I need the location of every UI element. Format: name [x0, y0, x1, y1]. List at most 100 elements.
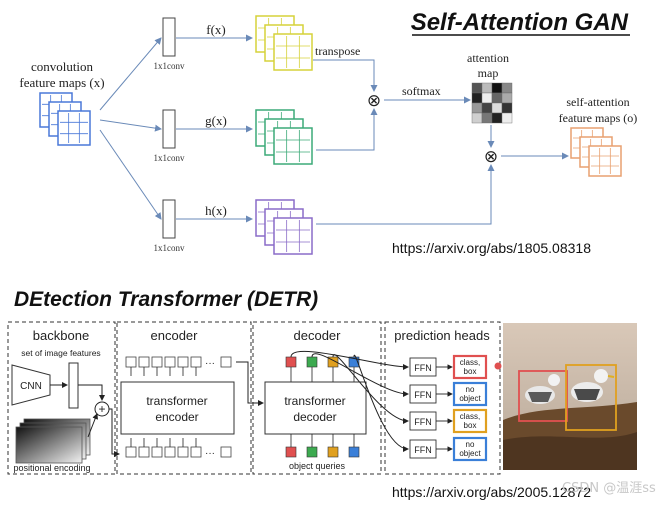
output-label-line1: no — [466, 440, 475, 449]
bird-box-yellow — [565, 364, 617, 431]
h-feature-maps — [255, 199, 313, 255]
multiply-node-1: ⊗ — [367, 91, 381, 110]
token-box — [138, 446, 150, 458]
attention-cell — [481, 82, 493, 94]
prediction-heads-panel — [384, 321, 501, 475]
object-queries-label: object queries — [289, 461, 346, 471]
attention-map — [471, 82, 513, 124]
output-box — [452, 408, 488, 434]
softmax-label: softmax — [402, 84, 441, 98]
decoder-to-ffn-curve — [332, 354, 409, 424]
ffn-label: FFN — [414, 445, 432, 455]
sagan-url[interactable]: https://arxiv.org/abs/1805.08318 — [392, 240, 591, 256]
conv-box-g — [162, 109, 176, 149]
attention-cell — [471, 82, 483, 94]
attention-cell — [491, 92, 503, 104]
conv-label-h: 1x1conv — [154, 243, 185, 253]
features-to-plus-arrow — [78, 384, 105, 401]
plus-to-encoder-arrow — [109, 408, 120, 457]
feature-map-sheet — [273, 217, 313, 255]
detr-section: DEtection Transformer (DETR) backbone se… — [7, 288, 656, 500]
token-box — [125, 446, 137, 458]
token-dots: ··· — [205, 358, 215, 369]
decoder-to-ffn-curve — [311, 353, 409, 397]
encoder-block-line2: encoder — [155, 410, 198, 424]
token-box — [151, 356, 163, 368]
f-label: f(x) — [206, 22, 226, 37]
token-box — [190, 446, 202, 458]
attention-cell — [481, 112, 493, 124]
object-query-square — [306, 446, 318, 458]
decoder-to-ffn-curve — [353, 354, 409, 452]
transpose-label: transpose — [315, 44, 360, 58]
token-box — [138, 356, 150, 368]
input-feature-maps — [39, 92, 91, 146]
sagan-section: Self-Attention GAN convolution feature m… — [19, 9, 637, 256]
positional-encoding-label: positional encoding — [13, 463, 90, 473]
output-label-line1: class, — [460, 358, 480, 367]
token-box — [151, 446, 163, 458]
attention-cell — [471, 112, 483, 124]
g-label: g(x) — [205, 113, 227, 128]
ffn-label: FFN — [414, 363, 432, 373]
multiply-node-2: ⊗ — [484, 147, 498, 166]
output-label-line2: box — [464, 421, 477, 430]
encoder-panel — [116, 321, 252, 475]
ffn-label: FFN — [414, 390, 432, 400]
token-box — [164, 356, 176, 368]
object-query-square — [348, 446, 360, 458]
g-feature-maps — [255, 109, 313, 165]
detr-url[interactable]: https://arxiv.org/abs/2005.12872 — [392, 484, 591, 500]
attention-cell — [501, 82, 513, 94]
image-features-label: set of image features — [21, 348, 100, 358]
cnn-block — [11, 364, 51, 406]
attention-cell — [491, 112, 503, 124]
feature-map-sheet — [273, 33, 313, 71]
sagan-connectors — [313, 59, 569, 225]
token-box — [177, 356, 189, 368]
token-dots: ··· — [205, 448, 215, 459]
attention-cell — [501, 92, 513, 104]
highlight-dot — [494, 362, 502, 370]
positional-encoding-stack — [15, 418, 91, 464]
attention-cell — [491, 102, 503, 114]
sagan-title: Self-Attention GAN — [411, 9, 629, 36]
encoder-block-line1: transformer — [146, 394, 207, 408]
conv-box-f — [162, 17, 176, 57]
attention-cell — [471, 92, 483, 104]
attention-cell — [501, 102, 513, 114]
encoder-top-tokens: ··· — [125, 356, 232, 376]
decoder-label: decoder — [294, 328, 342, 343]
backbone-label: backbone — [33, 328, 89, 343]
birds-photo — [503, 323, 637, 470]
token-box — [177, 446, 189, 458]
encoder-to-decoder-arrow — [236, 361, 264, 406]
token-box — [220, 446, 232, 458]
feature-map-sheet — [57, 110, 91, 146]
encoder-label: encoder — [151, 328, 199, 343]
object-query-square — [327, 446, 339, 458]
attention-cell — [491, 82, 503, 94]
output-label-line1: no — [466, 385, 475, 394]
conv-label-f: 1x1conv — [154, 61, 185, 71]
decoder-block — [264, 381, 367, 435]
object-query-squares — [285, 434, 360, 458]
input-label-line1: convolution — [31, 59, 94, 74]
output-box — [452, 354, 488, 380]
conv-box-h — [162, 199, 176, 239]
decoder-to-ffn-curve — [290, 350, 409, 370]
watermark: CSDN @温涯ss — [562, 481, 656, 496]
token-box — [220, 356, 232, 368]
token-box — [125, 356, 137, 368]
encoder-bottom-tokens: ··· — [125, 438, 232, 459]
encoder-block — [120, 381, 235, 435]
output-box — [452, 436, 488, 462]
output-feature-maps — [570, 127, 622, 177]
output-label-line2: object — [459, 394, 481, 403]
conv-label-g: 1x1conv — [154, 153, 185, 163]
f-feature-maps — [255, 15, 313, 71]
attention-cell — [481, 102, 493, 114]
token-box — [164, 446, 176, 458]
attention-cell — [481, 92, 493, 104]
decoder-block-line1: transformer — [284, 394, 345, 408]
